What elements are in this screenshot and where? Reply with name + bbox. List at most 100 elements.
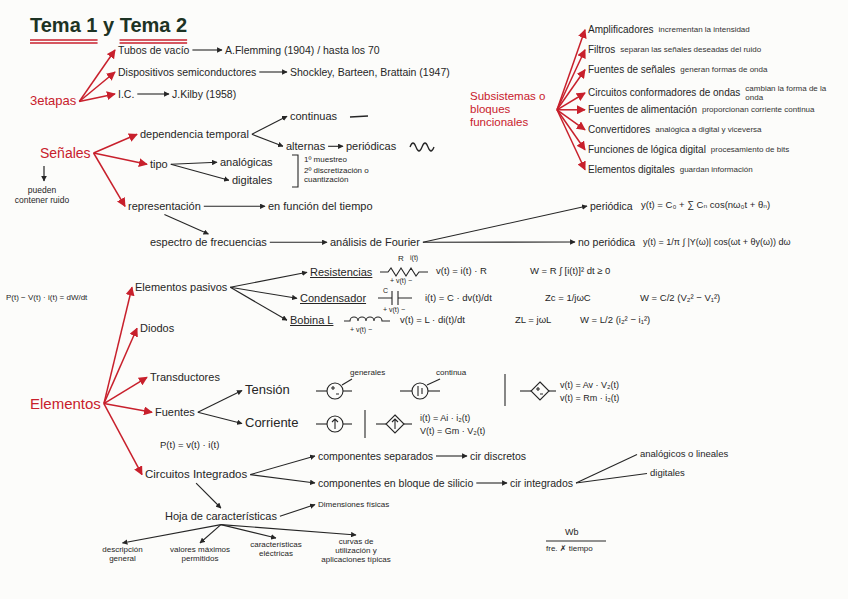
note-label: v(t) = i(t) · R — [436, 266, 487, 277]
note-label: + v(t) − — [350, 326, 372, 334]
node-text: cir discretos — [470, 450, 526, 462]
note-label: continua — [436, 368, 466, 377]
note-label: y(t) = 1/π ∫ |Y(ω)| cos(ωt + θy(ω)) dω — [643, 237, 790, 247]
down-arrow — [43, 166, 44, 181]
arrow-connector — [94, 134, 137, 153]
note-label: + v(t) − — [390, 277, 412, 285]
arrow-connector — [196, 483, 221, 508]
node-text: valores máximos permitidos — [170, 545, 230, 563]
mindmap-node: cir discretos — [470, 450, 526, 462]
node-text: Subsistemas o bloques funcionales — [470, 90, 545, 128]
mindmap-node: no periódica — [578, 236, 635, 248]
note-label: ZL = jωL — [515, 315, 551, 326]
mindmap-node: Tensión — [245, 383, 290, 398]
subsystem-item: Filtros separan las señales deseadas del … — [588, 44, 761, 56]
mindmap-node: Transductores — [150, 371, 220, 384]
node-text: Señales — [40, 145, 91, 161]
note-label: 2º discretización o cuantización — [304, 166, 404, 184]
mindmap-node: periódicas — [346, 140, 396, 153]
mindmap-node: Dispositivos semiconductores — [118, 66, 256, 78]
arrow-connector — [476, 482, 507, 483]
mindmap-node: analógicas — [220, 156, 273, 169]
fraction-line — [546, 540, 606, 541]
node-text: I.C. — [118, 88, 134, 100]
arrow-connector — [557, 110, 585, 150]
subsystem-item: Funciones de lógica digital procesamiento… — [588, 144, 789, 156]
note-label: v(t) = L · di(t)/dt — [400, 315, 465, 326]
note-label: + v(t) − — [383, 306, 405, 314]
node-text: tipo — [150, 158, 168, 170]
note-label: i(t) = Ai · i₂(t) — [420, 413, 470, 423]
arrow-connector — [557, 109, 585, 111]
node-text: digitales — [650, 467, 685, 478]
note-label: i(t) = C · dv(t)/dt — [425, 293, 492, 304]
arrow-connector — [204, 206, 265, 207]
mindmap-node: descripción general — [95, 545, 150, 563]
node-text: Elementos — [30, 395, 101, 412]
arrow-connector — [436, 455, 467, 456]
mindmap-node: análisis de Fourier — [330, 236, 420, 249]
note-label: i(t) — [410, 254, 418, 262]
arrow-connector — [200, 525, 221, 543]
note-label: v(t) = Av · V₂(t) — [560, 380, 619, 390]
node-text: dependencia temporal — [140, 128, 249, 140]
arrow-connector — [230, 287, 287, 320]
continuous-dash — [350, 116, 368, 117]
mindmap-node: analógicos o lineales — [640, 449, 728, 460]
node-note: procesamiento de bits — [711, 145, 789, 154]
note-label: v(t) = Rm · i₂(t) — [560, 393, 619, 403]
arrow-connector — [104, 328, 137, 403]
mindmap-node: I.C. — [118, 88, 134, 100]
mindmap-node: Tubos de vacío — [118, 44, 189, 56]
mindmap-node: espectro de frecuencias — [150, 236, 267, 249]
mindmap-node: digitales — [650, 468, 685, 479]
node-text: descripción general — [102, 545, 142, 563]
mindmap-node: Resistencias — [310, 266, 372, 279]
mindmap-node: cir integrados — [510, 477, 573, 489]
mindmap-node: Señales — [40, 145, 91, 161]
node-text: Funciones de lógica digital — [588, 144, 706, 156]
node-text: Tubos de vacío — [118, 44, 189, 56]
arrow-connector — [104, 287, 132, 403]
arrow-connector — [104, 404, 142, 475]
bracket — [292, 155, 298, 187]
node-text: periódica — [590, 200, 633, 212]
node-text: analógicos o lineales — [640, 448, 728, 459]
mindmap-node: J.Kilby (1958) — [172, 88, 236, 100]
arrow-connector — [164, 215, 208, 234]
note-label: y(t) = C₀ + ∑ Cₙ cos(nω₀t + θₙ) — [641, 200, 770, 211]
mindmap-node: Elementos — [30, 395, 101, 412]
mindmap-node: componentes separados — [318, 450, 433, 462]
mindmap-node: tipo — [150, 158, 168, 171]
node-text: Elementos digitales — [588, 164, 675, 176]
arrow-connector — [94, 153, 125, 206]
arrow-connector — [79, 94, 115, 102]
note-label: 1º muestreo — [304, 155, 347, 164]
node-text: Circuitos conformadores de ondas — [588, 87, 740, 99]
arrow-connector — [79, 50, 115, 102]
node-text: Circuitos Integrados — [145, 468, 247, 480]
arrow-connector — [557, 70, 585, 110]
node-note: separan las señales deseadas del ruido — [620, 45, 761, 54]
node-text: Shockley, Barteen, Brattain (1947) — [290, 66, 450, 78]
arrow-connector — [576, 474, 647, 484]
note-label: generales — [350, 368, 385, 377]
arrow-connector — [270, 242, 327, 243]
node-text: en función del tiempo — [268, 200, 373, 212]
node-text: análisis de Fourier — [330, 236, 420, 248]
node-text: componentes en bloque de silicio — [318, 477, 473, 489]
node-text: alternas — [286, 140, 325, 152]
note-label: Wb — [565, 527, 579, 537]
node-text: Diodos — [140, 322, 174, 334]
mindmap-node: alternas — [286, 140, 325, 153]
diagram-title: Tema 1 y Tema 2 — [30, 14, 187, 37]
mindmap-node: Elementos pasivos — [135, 281, 227, 294]
arrow-connector — [171, 162, 217, 164]
mindmap-node: continuas — [290, 110, 337, 123]
node-text: Filtros — [588, 44, 615, 56]
node-text: Amplificadores — [588, 24, 654, 36]
title-underlines — [30, 40, 187, 43]
node-text: Dimensiones físicas — [318, 500, 389, 509]
arrow-connector — [250, 475, 315, 483]
